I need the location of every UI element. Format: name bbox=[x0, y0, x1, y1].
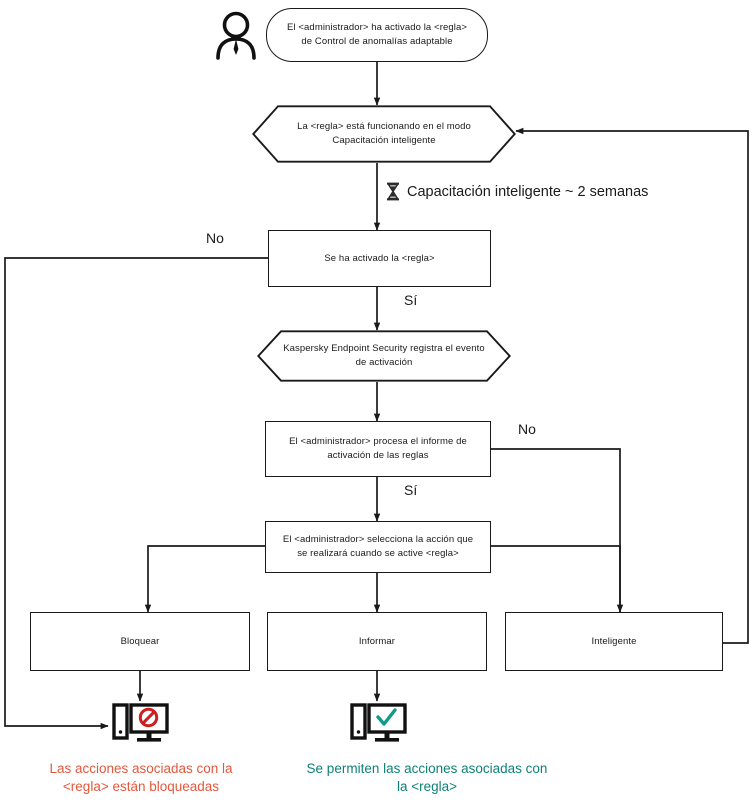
node-start[interactable]: El <administrador> ha activado la <regla… bbox=[266, 8, 488, 62]
node-action-block[interactable]: Bloquear bbox=[30, 612, 250, 671]
edge-label-yes-admin-report: Sí bbox=[404, 482, 418, 498]
node-action-inform-label: Informar bbox=[358, 635, 396, 647]
node-action-block-label: Bloquear bbox=[120, 635, 160, 647]
caption-allowed: Se permiten las acciones asociadas con l… bbox=[306, 761, 548, 795]
node-rule-triggered[interactable]: Se ha activado la <regla> bbox=[268, 230, 491, 287]
person-icon bbox=[208, 8, 264, 60]
node-action-smart[interactable]: Inteligente bbox=[505, 612, 723, 671]
node-training-mode-label: La <regla> está funcionando en el modo C… bbox=[297, 121, 471, 146]
caption-blocked: Las acciones asociadas con la <regla> es… bbox=[49, 761, 233, 795]
node-start-label: El <administrador> ha activado la <regla… bbox=[287, 22, 467, 47]
node-rule-triggered-label: Se ha activado la <regla> bbox=[324, 252, 435, 264]
node-log-event[interactable]: Kaspersky Endpoint Security registra el … bbox=[257, 330, 511, 382]
monitor-allowed-icon bbox=[350, 700, 408, 746]
edge-label-no-admin-report: No bbox=[518, 421, 536, 437]
monitor-blocked-icon bbox=[112, 700, 170, 746]
wire-select-to-smart bbox=[491, 545, 621, 612]
hourglass-icon bbox=[386, 182, 400, 201]
node-training-mode[interactable]: La <regla> está funcionando en el modo C… bbox=[252, 105, 516, 163]
node-admin-select[interactable]: El <administrador> selecciona la acción … bbox=[265, 521, 491, 573]
hexagon-shape bbox=[252, 105, 516, 163]
node-log-event-label: Kaspersky Endpoint Security registra el … bbox=[283, 343, 485, 368]
hexagon-shape bbox=[257, 330, 511, 382]
wire-report-no-to-smart bbox=[491, 448, 624, 613]
wire-smart-loopback bbox=[515, 127, 749, 644]
training-duration-text: Capacitación inteligente ~ 2 semanas bbox=[407, 183, 649, 200]
edge-label-no-rule-triggered: No bbox=[206, 230, 224, 246]
node-action-smart-label: Inteligente bbox=[591, 635, 637, 647]
edge-label-yes-rule-triggered: Sí bbox=[404, 292, 418, 308]
node-admin-report-label: El <administrador> procesa el informe de… bbox=[289, 436, 467, 461]
node-admin-select-label: El <administrador> selecciona la acción … bbox=[282, 534, 474, 559]
wire-select-to-block bbox=[144, 545, 265, 613]
node-action-inform[interactable]: Informar bbox=[267, 612, 487, 671]
training-duration-note: Capacitación inteligente ~ 2 semanas bbox=[386, 182, 648, 201]
node-admin-report[interactable]: El <administrador> procesa el informe de… bbox=[265, 421, 491, 477]
